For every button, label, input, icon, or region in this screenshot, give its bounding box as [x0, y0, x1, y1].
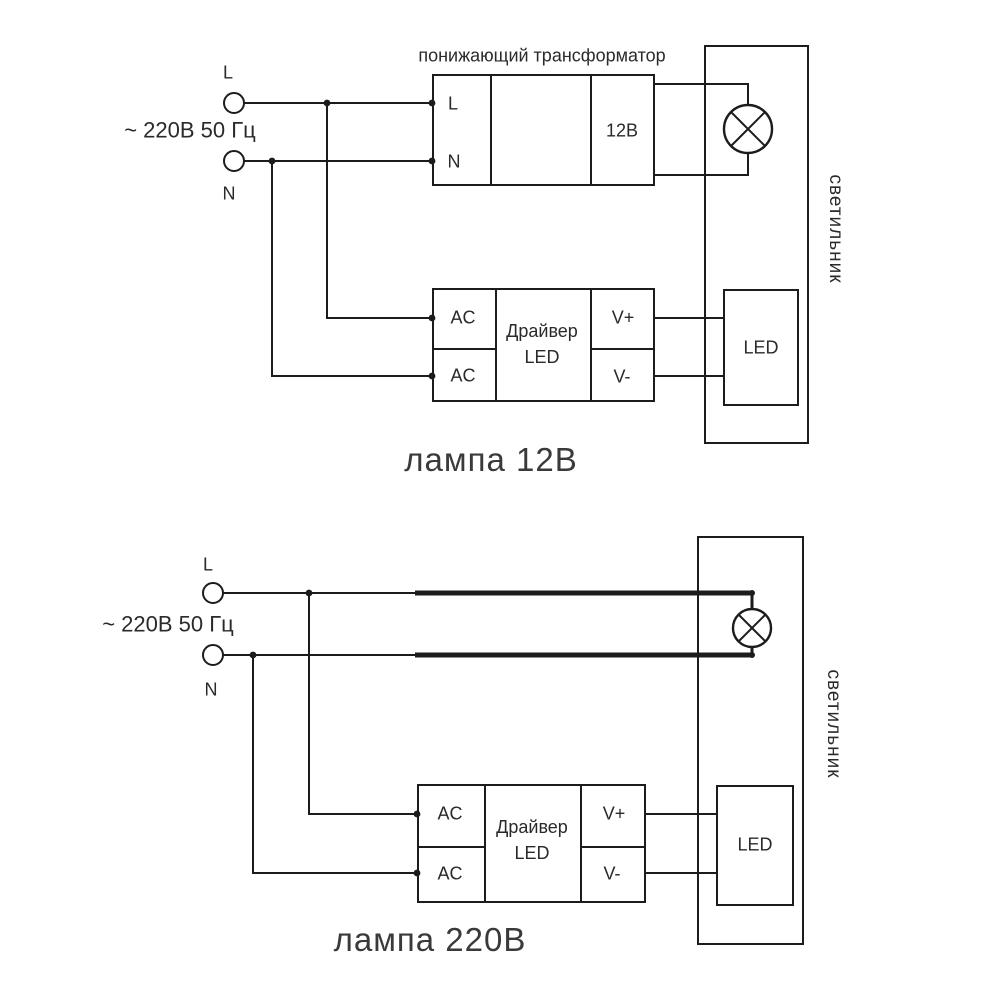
terminal-n-label: N — [222, 183, 236, 204]
led-label: LED — [737, 834, 773, 855]
transformer-input-l: L — [447, 93, 459, 114]
lamp-circle-cross-icon — [731, 607, 773, 649]
diagram-caption-12v: лампа 12В — [404, 441, 578, 479]
terminal-circle-icon — [202, 644, 224, 666]
transformer-input-n: N — [447, 151, 461, 172]
luminaire-label: светильник — [824, 174, 846, 284]
driver-name-line2: LED — [524, 347, 560, 367]
mains-voltage-label: ~ 220В 50 Гц — [124, 117, 256, 143]
junction-dots — [268, 99, 436, 380]
wire — [655, 153, 749, 176]
wire — [252, 655, 417, 874]
lamp-circle-cross-icon — [722, 103, 774, 155]
transformer-title: понижающий трансформатор — [418, 45, 666, 66]
bottom-circuit-wires — [202, 582, 773, 877]
luminaire-box-bottom — [697, 536, 804, 945]
driver-name-line1: Драйвер — [506, 321, 578, 341]
mains-voltage-label: ~ 220В 50 Гц — [102, 611, 234, 637]
driver-ac-bottom: AC — [437, 863, 463, 884]
terminal-l-label: L — [202, 554, 214, 575]
led-label: LED — [743, 337, 779, 358]
terminal-circle-icon — [223, 150, 245, 172]
divider — [580, 786, 582, 901]
driver-ac-bottom: AC — [450, 365, 476, 386]
divider — [590, 348, 653, 350]
driver-name-line2: LED — [514, 843, 550, 863]
wire — [655, 83, 749, 105]
junction-dots — [249, 589, 755, 877]
divider — [434, 348, 495, 350]
driver-name: Драйвер LED — [506, 318, 578, 370]
divider — [484, 786, 486, 901]
divider — [490, 76, 492, 184]
diagram-caption-220v: лампа 220В — [333, 921, 527, 959]
driver-ac-top: AC — [450, 307, 476, 328]
divider — [495, 290, 497, 400]
divider — [590, 76, 592, 184]
divider — [580, 846, 644, 848]
driver-vminus: V- — [613, 366, 631, 387]
driver-name-line1: Драйвер — [496, 817, 568, 837]
wire — [271, 161, 432, 377]
divider — [590, 290, 592, 400]
transformer-output-12v: 12В — [605, 120, 639, 141]
driver-vplus: V+ — [611, 307, 635, 328]
top-circuit-wires — [223, 83, 774, 380]
divider — [419, 846, 484, 848]
led-box-bottom — [716, 785, 794, 906]
terminal-l-label: L — [222, 62, 234, 83]
terminal-circle-icon — [223, 92, 245, 114]
driver-ac-top: AC — [437, 803, 463, 824]
led-driver-box-top — [432, 288, 655, 402]
driver-vplus: V+ — [602, 803, 626, 824]
terminal-circle-icon — [202, 582, 224, 604]
driver-name: Драйвер LED — [496, 814, 568, 866]
led-driver-box-bottom — [417, 784, 646, 903]
transformer-box — [432, 74, 655, 186]
wire — [308, 593, 417, 815]
driver-vminus: V- — [603, 863, 621, 884]
terminal-n-label: N — [204, 679, 218, 700]
luminaire-box-top — [704, 45, 809, 444]
wire — [326, 103, 432, 319]
luminaire-label: светильник — [822, 669, 844, 779]
led-box-top — [723, 289, 799, 406]
